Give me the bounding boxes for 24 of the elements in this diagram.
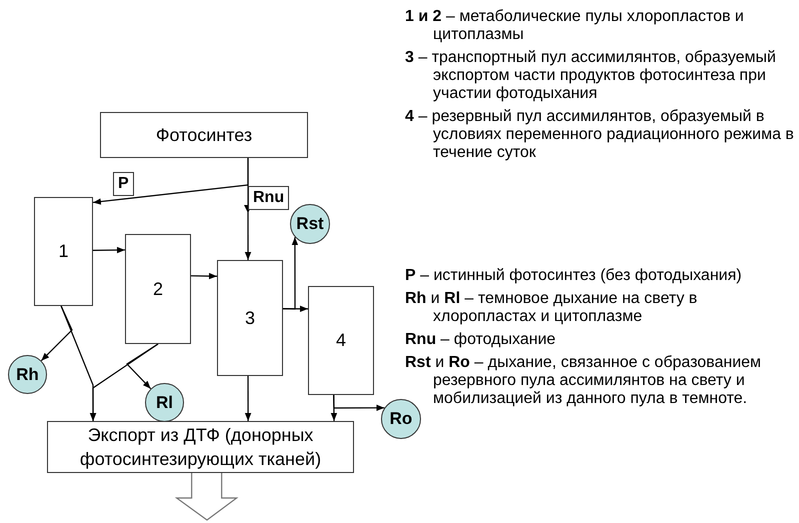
arrow: [190, 272, 218, 280]
arrow: [40, 306, 73, 362]
arrow: [93, 246, 125, 254]
pool-box: 1: [34, 197, 93, 306]
arrow: [126, 344, 158, 390]
pool-box: 2: [125, 234, 191, 344]
pool-box: 3: [217, 260, 283, 376]
legend-note: 1 и 2 – метаболические пулы хлоропластов и цитоплазмы: [405, 8, 745, 44]
edge-label: P: [113, 172, 134, 196]
legend-note: Rnu – фотодыхание: [405, 331, 557, 349]
arrow: [90, 344, 158, 421]
pool-box: 4: [308, 286, 374, 395]
legend-note: P – истинный фотосинтез (без фотодыхания): [405, 267, 743, 285]
pool-box: Экспорт из ДТФ (донорных фотосинтезирующих тканей): [47, 421, 354, 473]
legend-note: 4 – резервный пул ассимилянтов, образуемый в условиях переменного радиационного режима в течение суток: [405, 108, 795, 162]
legend-note: Rh и Rl – темновое дыхание на свету в хлоропластах и цитоплазме: [405, 290, 698, 326]
legend-note: 3 – транспортный пул ассимилянтов, образуемый экспортом части продуктов фотосинтеза при участии фотодыхания: [405, 49, 777, 103]
arrow: [333, 394, 384, 412]
edge-label: Rnu: [248, 186, 290, 210]
arrow: [244, 158, 252, 260]
hollow-arrow: [174, 472, 238, 521]
pool-box: Фотосинтез: [100, 112, 308, 158]
arrow: [282, 237, 298, 310]
arrow: [244, 376, 252, 421]
